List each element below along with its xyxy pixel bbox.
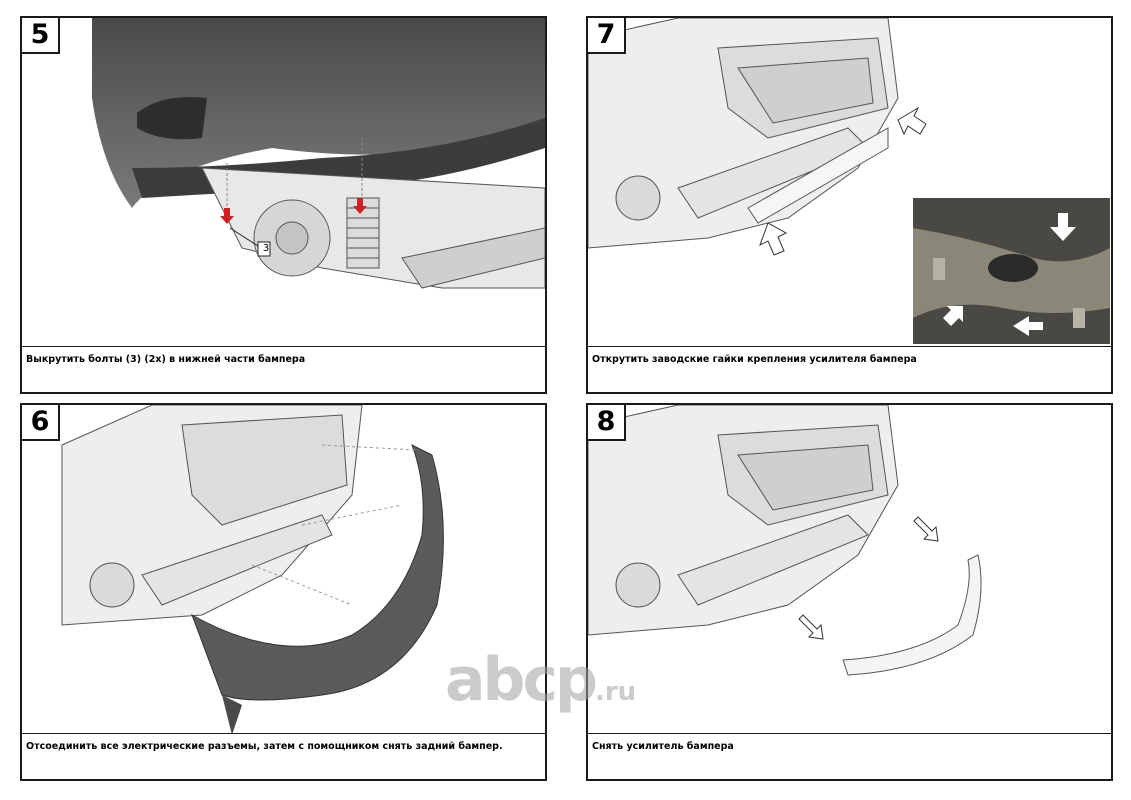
step-panel-8: 8 Снять усилитель бампера bbox=[586, 403, 1113, 781]
watermark-brand: abcp bbox=[445, 645, 598, 715]
step-number: 5 bbox=[22, 18, 60, 54]
step-number: 8 bbox=[588, 405, 626, 441]
watermark-logo: abcp.ru bbox=[445, 645, 636, 715]
step-5-illustration: 3 bbox=[22, 18, 545, 347]
step-6-illustration bbox=[22, 405, 545, 734]
step-number: 6 bbox=[22, 405, 60, 441]
callout-bolt-3: 3 bbox=[262, 243, 270, 254]
watermark-suffix: .ru bbox=[594, 677, 637, 707]
step-number: 7 bbox=[588, 18, 626, 54]
step-caption: Выкрутить болты (3) (2х) в нижней части … bbox=[26, 354, 306, 365]
step-caption: Отсоединить все электрические разъемы, з… bbox=[26, 741, 503, 752]
step-caption: Открутить заводские гайки крепления усил… bbox=[592, 354, 917, 365]
step-caption: Снять усилитель бампера bbox=[592, 741, 734, 752]
step-panel-7: 7 Открутить заводские гайки крепления ус… bbox=[586, 16, 1113, 394]
step-7-illustration bbox=[588, 18, 1111, 347]
detail-photo bbox=[913, 198, 1110, 344]
step-panel-5: 3 5 Выкрутить болты (3) (2х) в нижней ча… bbox=[20, 16, 547, 394]
step-panel-6: 6 Отсоединить все электрические разъемы,… bbox=[20, 403, 547, 781]
step-8-illustration bbox=[588, 405, 1111, 734]
